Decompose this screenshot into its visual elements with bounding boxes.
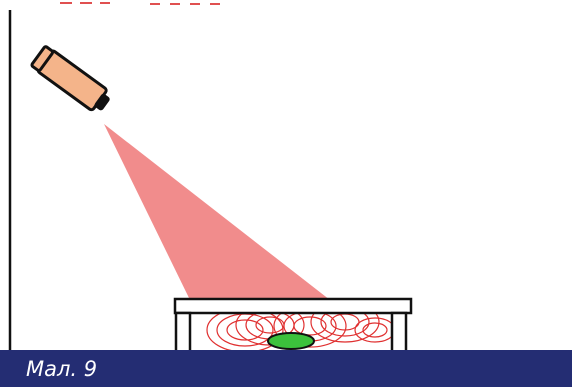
figure-caption: Мал. 9 [26,357,97,381]
table-top [175,299,411,313]
green-object [268,333,314,349]
table-leg-left [176,313,190,353]
flashlight-icon [31,45,114,115]
light-beam [104,124,330,300]
caption-bar: Мал. 9 [0,350,572,387]
table-leg-right [392,313,406,353]
top-border-marks [60,3,230,4]
